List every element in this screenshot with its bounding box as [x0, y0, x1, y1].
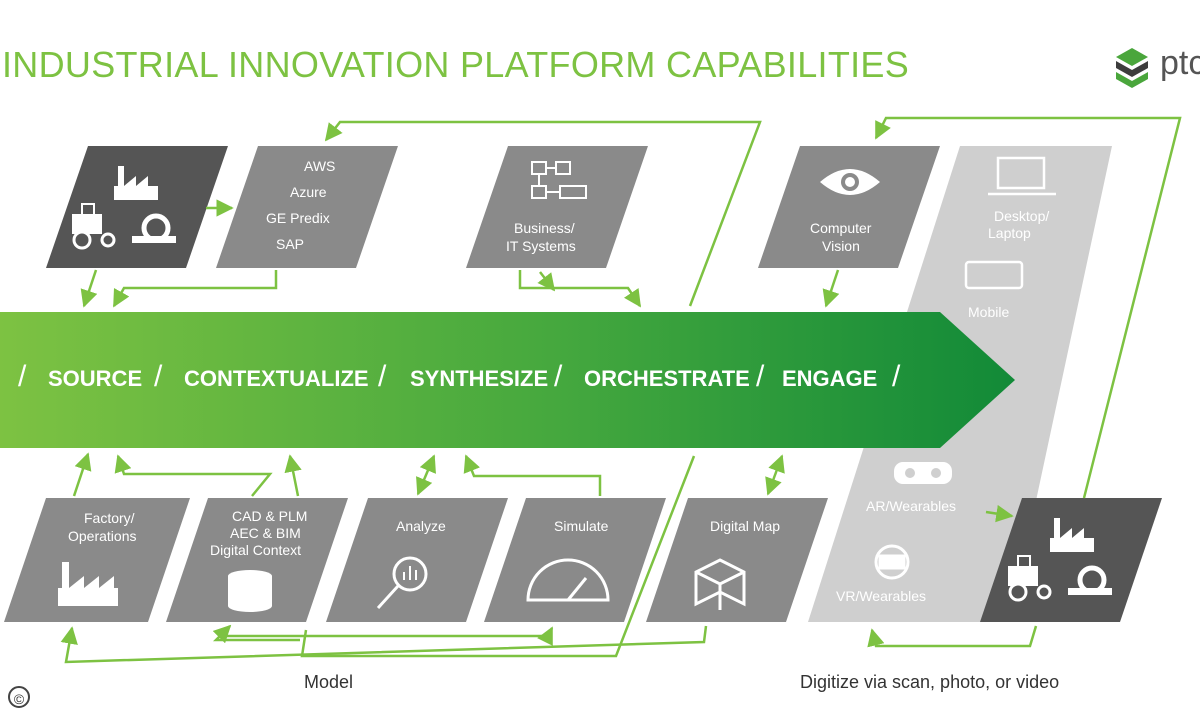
stage-divider: / [18, 360, 27, 393]
arrow-to-simulate [220, 626, 554, 647]
industry-icon-bottom [1008, 518, 1112, 602]
analyze-label: Analyze [396, 518, 446, 534]
vision-label-1: Computer [810, 220, 872, 236]
business-box [466, 146, 648, 268]
arrow-vision-down [822, 269, 840, 308]
cad-box [166, 498, 348, 622]
digital-map-label: Digital Map [710, 518, 781, 534]
ar-goggles-icon [894, 462, 952, 484]
stage-source: SOURCE [48, 366, 143, 391]
cube-icon [694, 558, 746, 610]
business-label-2: IT Systems [506, 238, 576, 254]
simulate-label: Simulate [554, 518, 609, 534]
stage-synthesize: SYNTHESIZE [410, 366, 549, 391]
stage-contextualize: CONTEXTUALIZE [184, 366, 369, 391]
arrow-cad-up [114, 454, 273, 497]
database-icon [228, 570, 272, 612]
cloud-label-sap: SAP [276, 236, 305, 252]
desktop-label-1: Desktop/ [994, 208, 1050, 224]
mobile-label: Mobile [968, 304, 1010, 320]
digital-map-box [646, 498, 828, 622]
stage-engage: ENGAGE [782, 366, 878, 391]
vr-label: VR/Wearables [836, 588, 927, 604]
mobile-icon [964, 260, 1024, 290]
arrow-digital-map-bi [765, 454, 785, 496]
page-title: INDUSTRIAL INNOVATION PLATFORM CAPABILIT… [2, 44, 910, 85]
vision-box [758, 146, 940, 268]
flowchart-icon [531, 161, 587, 199]
cloud-label-azure: Azure [290, 184, 327, 200]
cad-label-1: CAD & PLM [232, 508, 308, 524]
cloud-box [216, 146, 398, 268]
stage-divider: / [756, 360, 765, 393]
cad-label-3: Digital Context [210, 542, 302, 558]
copyright-icon: © [8, 686, 30, 708]
vr-headset-icon [874, 544, 910, 580]
arrow-factory-up [72, 452, 92, 497]
arrow-cad-up-2 [284, 454, 302, 497]
stage-divider: / [378, 360, 387, 393]
arrow-panel-to-source [985, 504, 1014, 523]
factory-box [4, 498, 190, 622]
stage-divider: / [892, 360, 901, 393]
arrow-simulate-up [463, 454, 602, 496]
arrow-loop-top [324, 120, 762, 307]
laptop-icon [988, 156, 1056, 196]
arrow-model-loop [300, 455, 696, 658]
cad-label-2: AEC & BIM [230, 525, 301, 541]
eye-icon [820, 169, 880, 195]
vision-label-2: Vision [822, 238, 860, 254]
source-box-top [46, 146, 228, 268]
arrow-source-down [80, 269, 98, 308]
ptc-logo-icon [1116, 48, 1148, 88]
arrow-source-to-panel [867, 625, 1038, 648]
factory-icon [58, 562, 118, 606]
stage-divider: / [554, 360, 563, 393]
factory-label-2: Operations [68, 528, 137, 544]
business-label-1: Business/ [514, 220, 575, 236]
process-band [0, 312, 1015, 448]
ar-label: AR/Wearables [866, 498, 957, 514]
magnifier-chart-icon [376, 556, 428, 610]
stage-orchestrate: ORCHESTRATE [584, 366, 750, 391]
arrow-model-mid [212, 624, 300, 644]
cloud-label-ge-predix: GE Predix [266, 210, 330, 226]
logo-text: ptc [1160, 44, 1200, 82]
gauge-icon [526, 558, 610, 602]
desktop-label-2: Laptop [988, 225, 1031, 241]
industry-icon-top [72, 166, 176, 250]
arrow-right-loop-top [874, 116, 1182, 499]
arrow-cloud-down [112, 270, 278, 308]
model-caption: Model [304, 672, 354, 692]
factory-label-1: Factory/ [84, 510, 135, 526]
arrow-analyze-bi [416, 454, 436, 496]
arrow-model-bottom [60, 625, 708, 664]
arrow-business-line [518, 270, 642, 308]
cloud-label-aws: AWS [304, 158, 336, 174]
digitize-caption: Digitize via scan, photo, or video [800, 672, 1060, 692]
stage-divider: / [154, 360, 163, 393]
